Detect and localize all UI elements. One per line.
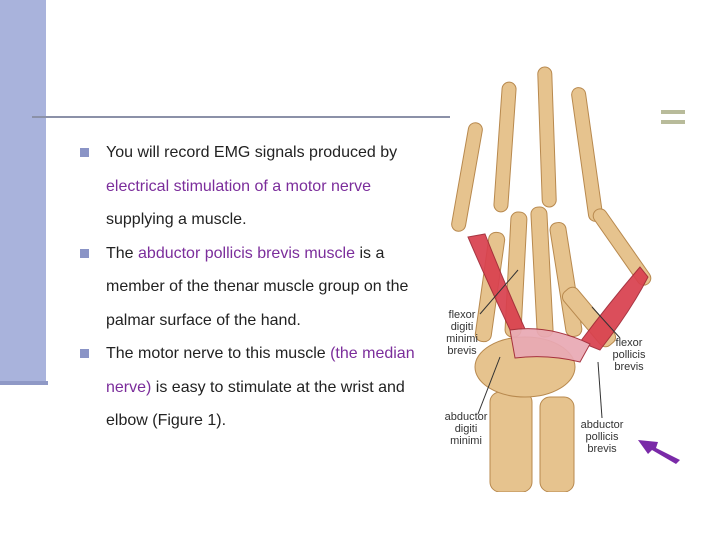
hand-muscles-illustration (467, 233, 649, 363)
label-line: digiti (455, 423, 478, 435)
label-line: minimi (450, 435, 482, 447)
hand-anatomy-figure: flexor digiti minimi brevis flexor polli… (445, 66, 680, 492)
label-line: brevis (614, 361, 644, 373)
bullet-list: You will record EMG signals produced by … (80, 136, 420, 438)
purple-arrow-icon (638, 440, 680, 464)
bullet-text-3: The motor nerve to this muscle (the medi… (106, 345, 415, 429)
label-line: pollicis (612, 349, 646, 361)
bullet-item: You will record EMG signals produced by … (80, 136, 420, 237)
left-accent-bar (0, 0, 46, 385)
label-line: brevis (587, 443, 617, 455)
label-line: pollicis (585, 431, 619, 443)
square-bullet-icon (80, 148, 89, 157)
accent-bar-shadow (0, 381, 48, 385)
title-divider (32, 116, 450, 118)
label-line: brevis (447, 345, 477, 357)
highlight-phrase: electrical stimulation of a motor nerve (106, 177, 371, 195)
highlight-phrase: abductor pollicis brevis muscle (138, 244, 355, 262)
highlight-phrase: (the median nerve) (106, 345, 415, 396)
label-line: minimi (446, 333, 478, 345)
label-line: abductor (445, 411, 488, 423)
bullet-text-2: The abductor pollicis brevis muscle is a… (106, 244, 409, 329)
label-line: abductor (581, 419, 624, 431)
figure-label-flexor-pollicis-brevis: flexor pollicis brevis (612, 337, 646, 373)
bullet-item: The motor nerve to this muscle (the medi… (80, 337, 420, 438)
square-bullet-icon (80, 349, 89, 358)
figure-label-abductor-digiti-minimi: abductor digiti minimi (445, 411, 488, 447)
leader-lines (477, 269, 621, 419)
corner-decoration-bottom (661, 120, 685, 124)
square-bullet-icon (80, 248, 89, 258)
label-line: flexor (616, 337, 643, 349)
corner-decoration-top (661, 110, 685, 114)
figure-label-abductor-pollicis-brevis: abductor pollicis brevis (581, 419, 624, 455)
bullet-text-1: You will record EMG signals produced by … (106, 144, 398, 228)
label-line: digiti (451, 321, 474, 333)
bullet-item: The abductor pollicis brevis muscle is a… (80, 237, 420, 338)
figure-label-flexor-digiti-minimi-brevis: flexor digiti minimi brevis (446, 309, 478, 357)
label-line: flexor (449, 309, 476, 321)
